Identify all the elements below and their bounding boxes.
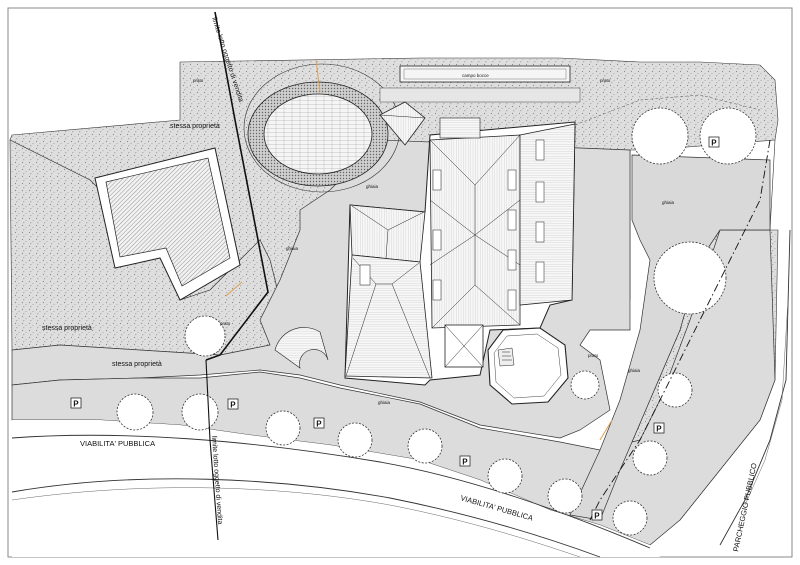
parking-p-5: P <box>594 512 600 521</box>
parking-symbol-4: P <box>459 455 471 467</box>
thin-property-line <box>574 94 761 126</box>
parking-p-4: P <box>462 458 468 467</box>
central-block-ridges <box>429 134 521 329</box>
roof-ridge-e <box>391 262 420 285</box>
roof-ridge-a <box>351 205 389 231</box>
label-stessa-proprieta-3: stessa proprietà <box>112 361 162 368</box>
road-curb-upper <box>11 434 651 549</box>
bocce-court <box>399 65 571 83</box>
tower-stair <box>497 347 515 367</box>
dash-dot-line <box>589 139 771 521</box>
outbuilding-roof <box>105 157 231 287</box>
label-ghiaia-1: ghiaia <box>286 246 299 251</box>
lot-boundary-line <box>205 11 269 361</box>
parking-symbol-5: P <box>591 509 603 521</box>
label-ghiaia-5: ghiaia <box>366 184 379 189</box>
road-curb-lower <box>11 478 601 558</box>
label-prato-3: prato <box>220 321 231 326</box>
public-parking-edge2 <box>744 299 789 506</box>
pool-deck <box>263 93 373 175</box>
octagon-tower <box>487 327 569 405</box>
label-ghiaia-4: ghiaia <box>628 368 641 373</box>
label-prato-4: prato <box>588 353 599 358</box>
west-wing-roof-lower <box>344 254 433 379</box>
parking-p-1: P <box>73 400 79 409</box>
label-ghiaia-2: ghiaia <box>662 200 675 205</box>
roof-ridge-h <box>391 283 431 379</box>
roof-ridge-b <box>387 211 425 231</box>
courtyard-cross <box>444 324 484 368</box>
skylights <box>359 139 545 311</box>
lot-boundary-line-south <box>205 359 219 541</box>
parking-symbol-2: P <box>227 398 239 410</box>
north-porch-ridge <box>379 114 426 119</box>
label-viabilita-1: VIABILITA' PUBBLICA <box>80 439 155 448</box>
accent-marks <box>225 59 613 441</box>
parking-symbol-6: P <box>653 422 665 434</box>
parking-symbol-1: P <box>70 397 82 409</box>
bocce-court-inner <box>403 68 567 80</box>
label-ghiaia-3: ghiaia <box>378 400 391 405</box>
parking-symbols: P P P P P P P <box>70 136 720 521</box>
parking-p-2: P <box>230 401 236 410</box>
parking-symbol-7: P <box>708 136 720 148</box>
parking-p-7: P <box>711 139 717 148</box>
octagon-tower-inner <box>493 333 562 399</box>
roof-ridge-c <box>385 229 389 259</box>
parking-p-6: P <box>656 425 662 434</box>
label-stessa-proprieta-1: stessa proprietà <box>170 123 220 130</box>
east-block-roof <box>519 123 576 306</box>
north-steps <box>439 117 481 139</box>
road-curb-lower2 <box>11 487 581 558</box>
parking-symbol-3: P <box>313 417 325 429</box>
label-campo-bocce: campo bocce <box>462 73 489 78</box>
roof-ridge-g <box>345 283 377 377</box>
label-prato-1: prato <box>193 78 204 83</box>
trees <box>116 107 757 536</box>
public-parking-edge <box>719 229 791 546</box>
bocce-path <box>379 87 581 103</box>
label-prato-2: prato <box>600 78 611 83</box>
parking-p-3: P <box>316 420 322 429</box>
west-curved-stair <box>274 327 329 369</box>
label-stessa-proprieta-2: stessa proprietà <box>42 325 92 332</box>
public-road <box>12 420 660 557</box>
